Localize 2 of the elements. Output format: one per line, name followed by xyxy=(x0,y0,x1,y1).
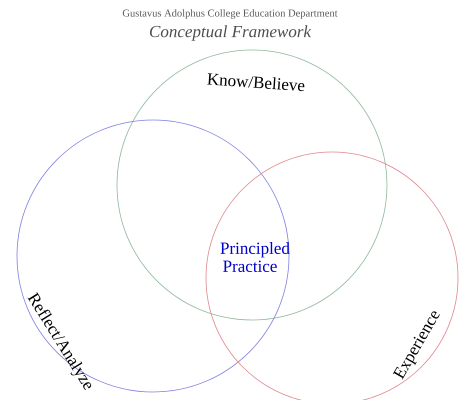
center-label: Principled Practice xyxy=(220,242,290,272)
title: Gustavus Adolphus College Education Department xyxy=(122,9,338,19)
